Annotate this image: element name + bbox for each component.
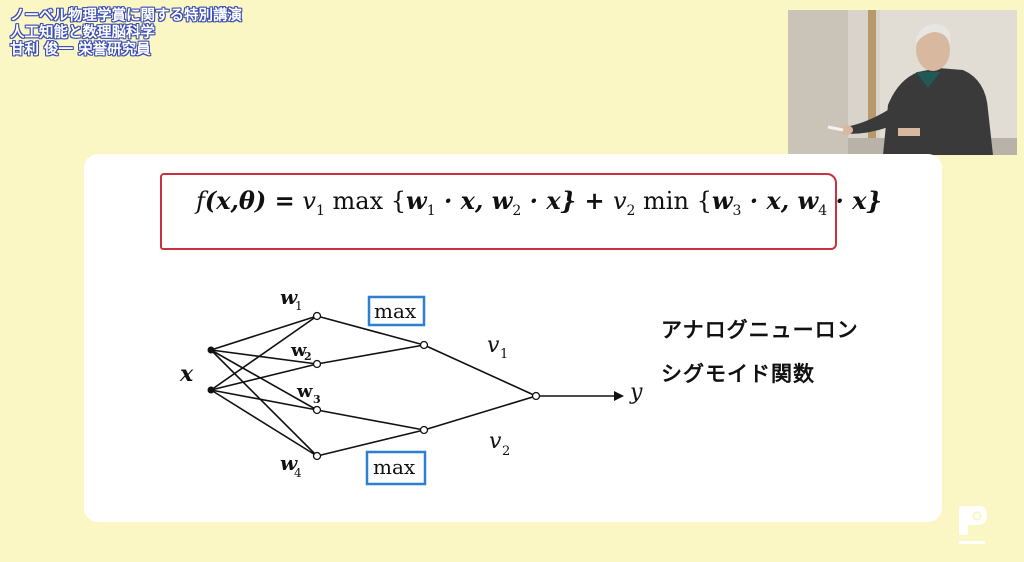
w3-label: w (296, 381, 313, 402)
hidden-node-2 (312, 359, 322, 369)
formula-max: max { (324, 187, 407, 215)
hidden-node-1 (312, 311, 322, 321)
formula-dot2: · x} + (521, 186, 613, 215)
slide (84, 154, 942, 522)
max-box-top (367, 295, 426, 327)
formula-v2-sub: 2 (626, 202, 636, 219)
formula-w3: w (711, 186, 733, 215)
w1-sub: 1 (295, 299, 303, 313)
v1-sub: 1 (500, 347, 508, 362)
output-label: y (629, 380, 643, 405)
output-node (531, 391, 541, 401)
speaker-camera (788, 10, 1017, 155)
max-label-bottom: max (373, 455, 416, 479)
formula-w2: w (491, 186, 513, 215)
formula-w3-sub: 3 (732, 202, 742, 219)
note-sigmoid: シグモイド関数 (661, 362, 815, 386)
formula-w4: w (797, 186, 819, 215)
input-node-1 (207, 346, 215, 354)
w2-label: w (290, 340, 307, 361)
formula-args: (x,θ) = (204, 186, 295, 215)
output-arrowhead (614, 391, 624, 401)
w3-sub: 3 (313, 393, 321, 406)
formula-highlight (160, 173, 837, 250)
w4-label: w (280, 451, 298, 475)
formula-v1: v (302, 187, 316, 215)
input-label: x (179, 361, 194, 387)
w1-label: w (280, 285, 298, 309)
formula-w1-sub: 1 (426, 202, 436, 219)
formula-v2: v (612, 187, 627, 215)
formula-v1-sub: 1 (315, 202, 325, 219)
formula-f: f (196, 187, 205, 215)
v2-label: v (489, 429, 502, 454)
formula-dot3: · x, (741, 186, 798, 215)
formula-min: min { (635, 187, 712, 215)
formula-w4-sub: 4 (818, 202, 828, 219)
w2-sub: 2 (304, 350, 312, 363)
v1-label: v (487, 333, 500, 358)
max-node-2 (419, 425, 429, 435)
speaker-name: 甘利 俊一 栄誉研究員 (10, 42, 151, 58)
lecture-title: ノーベル物理学賞に関する特別講演 (10, 8, 242, 24)
lecture-subtitle: 人工知能と数理脳科学 (10, 25, 155, 41)
input-node-2 (207, 386, 215, 394)
speaker-video (788, 10, 1017, 155)
v2-sub: 2 (502, 444, 510, 459)
hidden-node-4 (312, 451, 322, 461)
lecture-caption: ノーベル物理学賞に関する特別講演 人工知能と数理脳科学 甘利 俊一 栄誉研究員 (10, 8, 242, 59)
max-label-top: max (374, 299, 417, 323)
max-node-1 (419, 340, 429, 350)
channel-logo-icon (959, 506, 987, 544)
hidden-node-3 (312, 405, 322, 415)
formula-dot1: · x, (435, 186, 492, 215)
formula-w1: w (406, 186, 427, 215)
network-edges (210, 315, 616, 457)
formula: f(x,θ) = v1 max {w1 · x, w2 · x} + v2 mi… (196, 186, 882, 219)
max-box-bottom (365, 450, 427, 486)
formula-dot4: · x} (827, 186, 882, 215)
w4-sub: 4 (294, 466, 302, 480)
formula-w2-sub: 2 (512, 202, 522, 219)
note-analog-neuron: アナログニューロン (661, 318, 859, 342)
